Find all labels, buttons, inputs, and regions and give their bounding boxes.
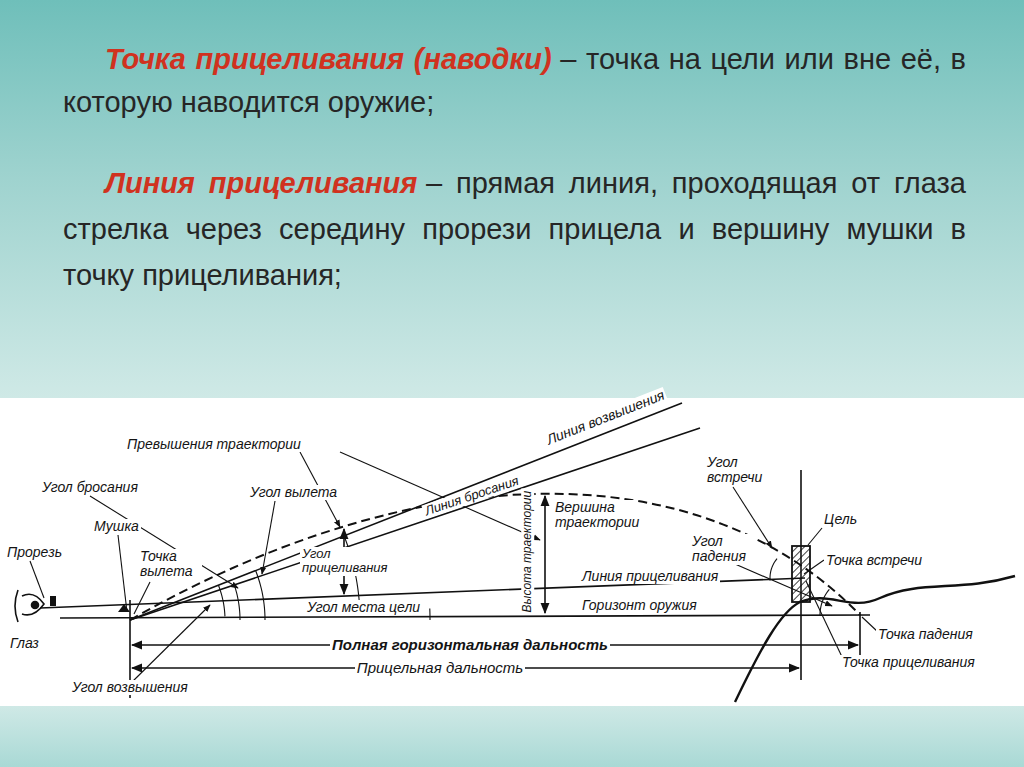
target-figure bbox=[792, 546, 810, 602]
leader-line bbox=[118, 535, 127, 612]
bottom-band bbox=[0, 706, 1024, 767]
diagram-label: Точка падения bbox=[876, 627, 975, 642]
front-sight bbox=[118, 604, 130, 612]
leader-line bbox=[90, 496, 238, 588]
term-heading: Точка прицеливания (наводки) bbox=[105, 43, 552, 75]
sight-parts bbox=[50, 596, 130, 612]
diagram-label: Прицельная дальность bbox=[355, 660, 525, 677]
diagram-label: Глаз bbox=[8, 636, 41, 651]
trajectory bbox=[130, 494, 860, 620]
height-line bbox=[544, 496, 546, 613]
extension-line bbox=[859, 612, 861, 655]
main-lines bbox=[40, 403, 1015, 702]
diagram-label: Точка прицеливания bbox=[840, 655, 977, 670]
diagram-label: Угол встречи bbox=[705, 455, 771, 486]
diagram-label: Угол вылета bbox=[248, 485, 339, 500]
ground-line bbox=[735, 576, 1015, 702]
diagram-label: Мушка bbox=[92, 519, 141, 534]
definition-paragraph: Точка прицеливания (наводки)– точка на ц… bbox=[63, 38, 966, 124]
angle-arc bbox=[770, 559, 777, 581]
leader-line bbox=[735, 564, 832, 606]
eye-icon bbox=[15, 590, 44, 622]
eye-pupil bbox=[32, 602, 39, 609]
elevation-line bbox=[130, 403, 682, 620]
diagram-label: Угол бросания bbox=[40, 480, 140, 495]
leader-line bbox=[130, 605, 210, 684]
definition-paragraph: Линия прицеливания– прямая линия, проход… bbox=[63, 160, 966, 298]
leader-line bbox=[30, 561, 44, 598]
diagram-label: Точка встречи bbox=[824, 553, 924, 568]
diagram-label: Прорезь bbox=[5, 545, 64, 560]
diagram-label: Превышения траектории bbox=[125, 437, 303, 452]
diagram-label: Высота траектории bbox=[521, 489, 534, 615]
angle-arc bbox=[256, 571, 265, 620]
diagram-label: Горизонт оружия bbox=[580, 598, 699, 613]
leader-line bbox=[340, 452, 540, 540]
leader-line bbox=[808, 528, 822, 545]
diagram-label: Угол падения bbox=[690, 534, 756, 565]
angle-arc bbox=[820, 589, 829, 615]
term-heading: Линия прицеливания bbox=[105, 167, 417, 199]
diagram-label: Линия прицеливания bbox=[580, 569, 720, 584]
diagram-label: Полная горизонтальная дальность bbox=[330, 637, 610, 654]
leader-line bbox=[806, 581, 843, 659]
leader-line bbox=[134, 582, 150, 614]
leader-line bbox=[262, 501, 275, 574]
diagram-label: Угол возвышения bbox=[70, 680, 190, 695]
rear-sight bbox=[50, 596, 56, 606]
diagram-label: Цель bbox=[822, 512, 859, 527]
leader-lines bbox=[30, 452, 878, 684]
angle-arc bbox=[218, 585, 225, 616]
diagram-label: Вершина траектории bbox=[553, 500, 637, 531]
throw-line bbox=[130, 428, 700, 620]
eye-outline bbox=[22, 594, 44, 615]
diagram-ground bbox=[0, 398, 1024, 706]
diagram-label: Угол прицеливания bbox=[300, 547, 384, 576]
diagram-label: Угол места цели bbox=[305, 600, 422, 615]
eye-brow bbox=[15, 590, 18, 622]
diagram-label: Точка вылета bbox=[138, 549, 202, 580]
angle-arc bbox=[234, 585, 240, 620]
weapon-horizon bbox=[60, 615, 870, 618]
angle-arc bbox=[429, 608, 430, 620]
